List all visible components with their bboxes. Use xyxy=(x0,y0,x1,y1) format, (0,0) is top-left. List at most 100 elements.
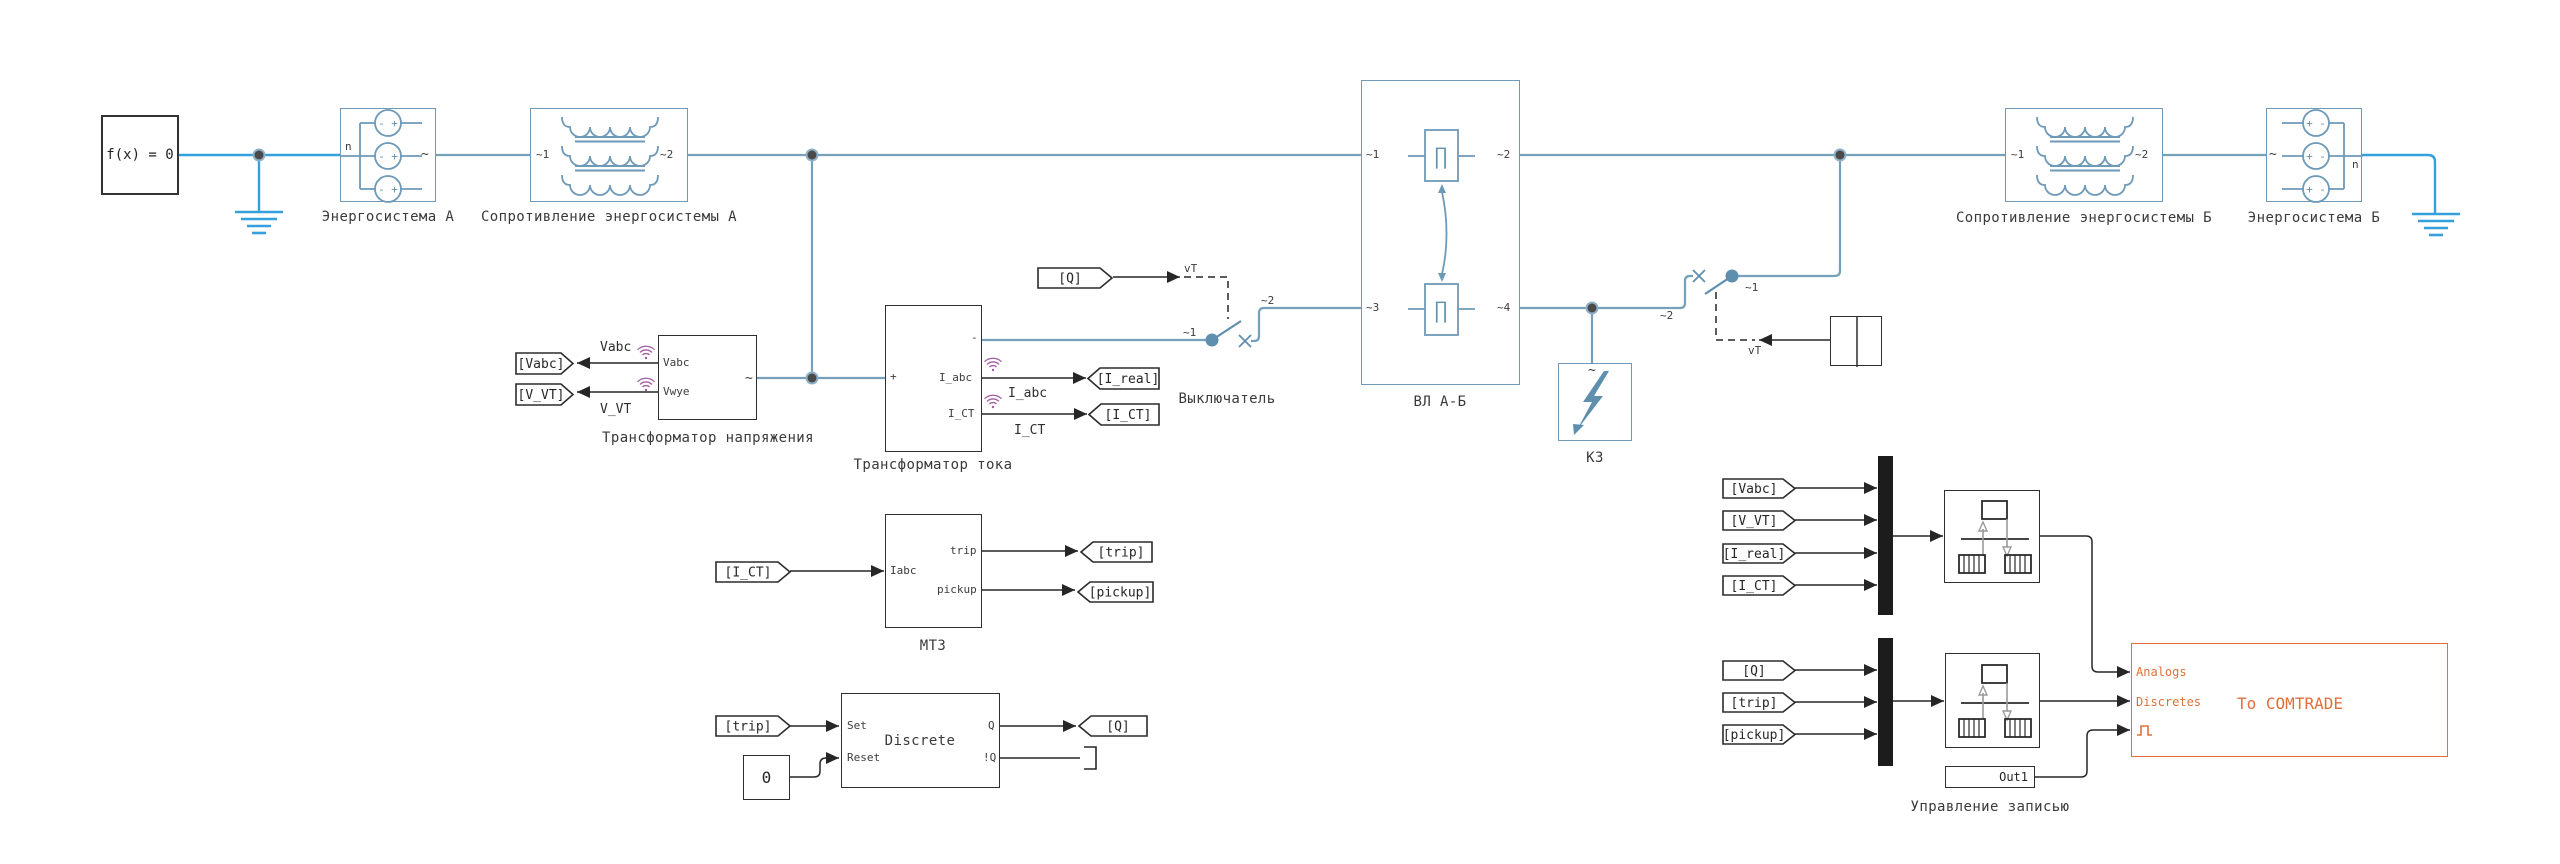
fault-port-ac: ~ xyxy=(1588,363,1596,378)
switch-contact-x-icon xyxy=(1238,334,1252,348)
wifi-icon xyxy=(637,377,655,392)
record-writer-discrete-block[interactable] xyxy=(1945,653,2040,748)
breaker-port-1: ~1 xyxy=(1183,326,1197,339)
port-label-1: ~1 xyxy=(536,148,550,161)
wifi-icon xyxy=(637,345,655,360)
port-label-minus: - xyxy=(971,331,978,344)
voltage-transformer-block[interactable] xyxy=(658,335,757,420)
powergui-solver-block[interactable]: f(x) = 0 xyxy=(101,115,179,195)
from-tag-q-breaker[interactable]: [Q] xyxy=(1037,267,1114,289)
goto-tag-trip[interactable]: [trip] xyxy=(1080,541,1154,563)
three-phase-source-icon: + - + - + - xyxy=(2282,109,2363,203)
port-label-iabc: I_abc xyxy=(939,371,973,384)
tag-label: [I_CT] xyxy=(725,566,772,581)
from-tag-trip[interactable]: [trip] xyxy=(715,715,792,737)
wire-const-to-reset[interactable] xyxy=(790,752,839,778)
arrow-up-icon xyxy=(1977,520,1989,532)
tag-label: [Vabc] xyxy=(1731,482,1778,497)
three-phase-source-a-block[interactable]: - + - + - + xyxy=(340,108,436,203)
wire-breaker-ctrl-dashed[interactable] xyxy=(1184,276,1229,319)
signal-label-ict: I_CT xyxy=(1014,423,1046,438)
port-label-n: n xyxy=(345,140,352,153)
comtrade-title: To COMTRADE xyxy=(2237,694,2343,713)
goto-tag-q[interactable]: [Q] xyxy=(1078,715,1149,737)
sr-flipflop-block[interactable] xyxy=(841,693,1000,788)
tag-label: [trip] xyxy=(1098,546,1145,561)
impedance-a-title: Сопротивление энергосистемы А xyxy=(480,209,738,225)
port-label-vabc: Vabc xyxy=(663,356,690,369)
pi-symbol: ∏ xyxy=(1434,299,1447,324)
current-transformer-block[interactable] xyxy=(885,305,982,452)
goto-tag-pickup[interactable]: [pickup] xyxy=(1077,581,1155,603)
source-polarity: - + xyxy=(378,183,398,196)
junction-node xyxy=(1585,301,1599,315)
port-label-plus: + xyxy=(890,370,897,383)
impedance-a-block[interactable] xyxy=(530,108,688,202)
source-polarity: + - xyxy=(2306,117,2326,130)
terminator-icon[interactable] xyxy=(1084,746,1097,770)
record-writer-icon xyxy=(1958,664,2032,738)
tag-label: [Q] xyxy=(1058,272,1081,287)
constant-zero-block[interactable]: 0 xyxy=(743,755,790,800)
wire-line-ab-to-breaker-b[interactable] xyxy=(1520,274,1693,310)
out1-block[interactable]: Out1 xyxy=(1945,766,2035,788)
from-tag-rec-q[interactable]: [Q] xyxy=(1722,660,1797,681)
tag-label: [I_real] xyxy=(1097,372,1160,387)
arrow-up-icon xyxy=(1977,684,1989,696)
wire-breaker-to-line-ab[interactable] xyxy=(1251,306,1361,343)
from-tag-rec-trip[interactable]: [trip] xyxy=(1722,692,1797,713)
wire-breaker-b-ctrl-dashed[interactable] xyxy=(1715,292,1755,341)
from-tag-rec-v-vt[interactable]: [V_VT] xyxy=(1722,510,1797,531)
impedance-b-block[interactable] xyxy=(2005,108,2163,202)
overcurrent-protection-block[interactable] xyxy=(885,514,982,628)
port-label-n: n xyxy=(2352,158,2359,171)
short-circuit-fault-block[interactable] xyxy=(1558,363,1632,441)
mux-analog-signals[interactable] xyxy=(1878,456,1893,615)
mtz-title: МТЗ xyxy=(919,638,947,654)
ground-symbol-right[interactable] xyxy=(2412,212,2460,237)
breaker-title: Выключатель xyxy=(1178,391,1276,407)
breaker-b-switch[interactable] xyxy=(1692,269,1739,295)
tag-label: [I_CT] xyxy=(1105,408,1152,423)
goto-tag-vabc[interactable]: [Vabc] xyxy=(515,352,575,375)
coupled-inductor-icon xyxy=(2036,116,2134,196)
ground-symbol-left[interactable] xyxy=(235,210,283,235)
pi-section-line-icon: ∏ ∏ xyxy=(1408,129,1475,336)
breaker-b-ctrl-label: vT xyxy=(1748,344,1762,357)
line-port-1: ~1 xyxy=(1366,148,1380,161)
record-writer-analog-block[interactable] xyxy=(1944,490,2040,583)
goto-tag-i-ct[interactable]: [I_CT] xyxy=(1088,403,1161,426)
source-b-title: Энергосистема Б xyxy=(2247,210,2381,226)
three-phase-source-b-block[interactable]: + - + - + - xyxy=(2266,108,2363,203)
wire-writer1-to-analogs[interactable] xyxy=(2040,535,2130,678)
breaker-switch[interactable] xyxy=(1205,320,1252,348)
from-tag-rec-i-ct[interactable]: [I_CT] xyxy=(1722,575,1797,596)
wire-out1-to-trigger[interactable] xyxy=(2035,724,2130,778)
transmission-line-ab-block[interactable]: ∏ ∏ xyxy=(1361,80,1520,385)
port-label-ac: ~ xyxy=(421,147,429,162)
signal-label-vvt: V_VT xyxy=(600,402,632,417)
from-tag-rec-pickup[interactable]: [pickup] xyxy=(1722,724,1797,745)
solver-label: f(x) = 0 xyxy=(106,147,174,163)
mux-discrete-signals[interactable] xyxy=(1878,638,1893,766)
port-label-trip: trip xyxy=(950,544,977,557)
from-tag-i-ct[interactable]: [I_CT] xyxy=(715,561,792,583)
breaker-timer-block[interactable] xyxy=(1830,316,1882,367)
tag-label: [I_real] xyxy=(1723,547,1786,562)
from-tag-rec-i-real[interactable]: [I_real] xyxy=(1722,543,1797,564)
breaker-ctrl-label: vT xyxy=(1184,262,1198,275)
to-comtrade-block[interactable] xyxy=(2131,643,2448,757)
port-label-2: ~2 xyxy=(2135,148,2149,161)
source-a-title: Энергосистема А xyxy=(321,209,455,225)
goto-tag-i-real[interactable]: [I_real] xyxy=(1087,367,1161,390)
signal-label-vabc: Vabc xyxy=(600,340,632,355)
wire-breaker-b-to-bus[interactable] xyxy=(1732,155,1842,278)
arrow-down-icon xyxy=(2001,710,2013,722)
port-label-set: Set xyxy=(847,719,867,732)
port-label-ict: I_CT xyxy=(948,407,975,420)
from-tag-rec-vabc[interactable]: [Vabc] xyxy=(1722,478,1797,499)
signal-label-iabc: I_abc xyxy=(1008,386,1048,401)
goto-tag-v-vt[interactable]: [V_VT] xyxy=(515,383,575,406)
wire-source-b-to-ground[interactable] xyxy=(2362,153,2437,214)
